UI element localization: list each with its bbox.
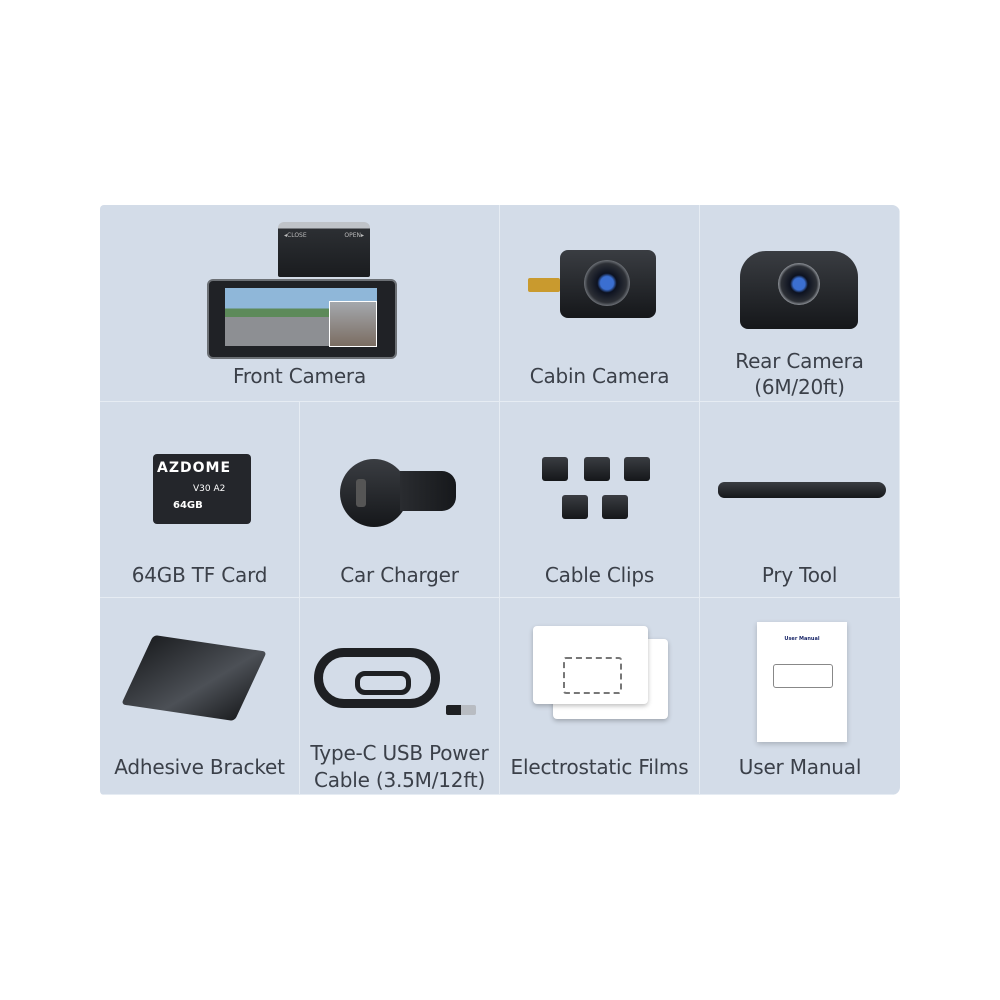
item-label: 64GB TF Card bbox=[131, 563, 268, 587]
item-car-charger: Car Charger bbox=[300, 402, 500, 598]
item-electrostatic-films: Electrostatic Films bbox=[500, 598, 700, 795]
sd-card-icon: AZDOME V30 A2 64GB bbox=[153, 454, 251, 524]
electrostatic-films-icon bbox=[533, 626, 671, 722]
front-camera-screen bbox=[207, 279, 397, 359]
item-label: Pry Tool bbox=[761, 563, 838, 587]
cabin-camera-icon bbox=[528, 250, 656, 318]
item-rear-camera: Rear Camera (6M/20ft) bbox=[700, 205, 900, 402]
item-label: Cable Clips bbox=[544, 563, 655, 587]
item-front-camera: ◂CLOSE OPEN▸ Front Camera bbox=[100, 205, 500, 402]
item-label: Adhesive Bracket bbox=[114, 755, 285, 779]
item-tf-card: AZDOME V30 A2 64GB 64GB TF Card bbox=[100, 402, 300, 598]
user-manual-icon: User Manual bbox=[757, 622, 847, 742]
item-label-line1: Type-C USB Power bbox=[310, 741, 489, 765]
cable-clips-icon bbox=[542, 457, 662, 523]
close-marking: ◂CLOSE bbox=[284, 232, 307, 239]
item-label: Electrostatic Films bbox=[510, 755, 689, 779]
item-label-line1: Rear Camera bbox=[735, 349, 864, 373]
item-label: User Manual bbox=[738, 755, 862, 779]
item-usb-cable: Type-C USB Power Cable (3.5M/12ft) bbox=[300, 598, 500, 795]
car-charger-icon bbox=[340, 459, 456, 527]
item-label: Cabin Camera bbox=[529, 364, 670, 388]
card-capacity: 64GB bbox=[173, 500, 203, 511]
open-marking: OPEN▸ bbox=[344, 232, 364, 239]
item-adhesive-bracket: Adhesive Bracket bbox=[100, 598, 300, 795]
item-label-line2: Cable (3.5M/12ft) bbox=[313, 768, 486, 792]
usb-plug bbox=[446, 705, 476, 715]
pry-tool-icon bbox=[718, 482, 886, 498]
front-camera-icon: ◂CLOSE OPEN▸ bbox=[278, 222, 370, 277]
card-brand: AZDOME bbox=[157, 460, 232, 476]
item-cabin-camera: Cabin Camera bbox=[500, 205, 700, 402]
item-label: Car Charger bbox=[340, 563, 459, 587]
item-pry-tool: Pry Tool bbox=[700, 402, 900, 598]
adhesive-bracket-icon bbox=[121, 634, 267, 722]
rear-camera-icon bbox=[740, 251, 858, 329]
item-label-line2: (6M/20ft) bbox=[754, 375, 845, 399]
package-contents-panel: ◂CLOSE OPEN▸ Front Camera Cabin Camera R… bbox=[100, 205, 900, 795]
manual-cover-title: User Manual bbox=[784, 636, 820, 642]
item-user-manual: User Manual User Manual bbox=[700, 598, 900, 795]
item-label: Front Camera bbox=[232, 364, 367, 388]
usb-cable-icon bbox=[314, 648, 440, 708]
item-cable-clips: Cable Clips bbox=[500, 402, 700, 598]
card-marks: V30 A2 bbox=[193, 484, 226, 494]
